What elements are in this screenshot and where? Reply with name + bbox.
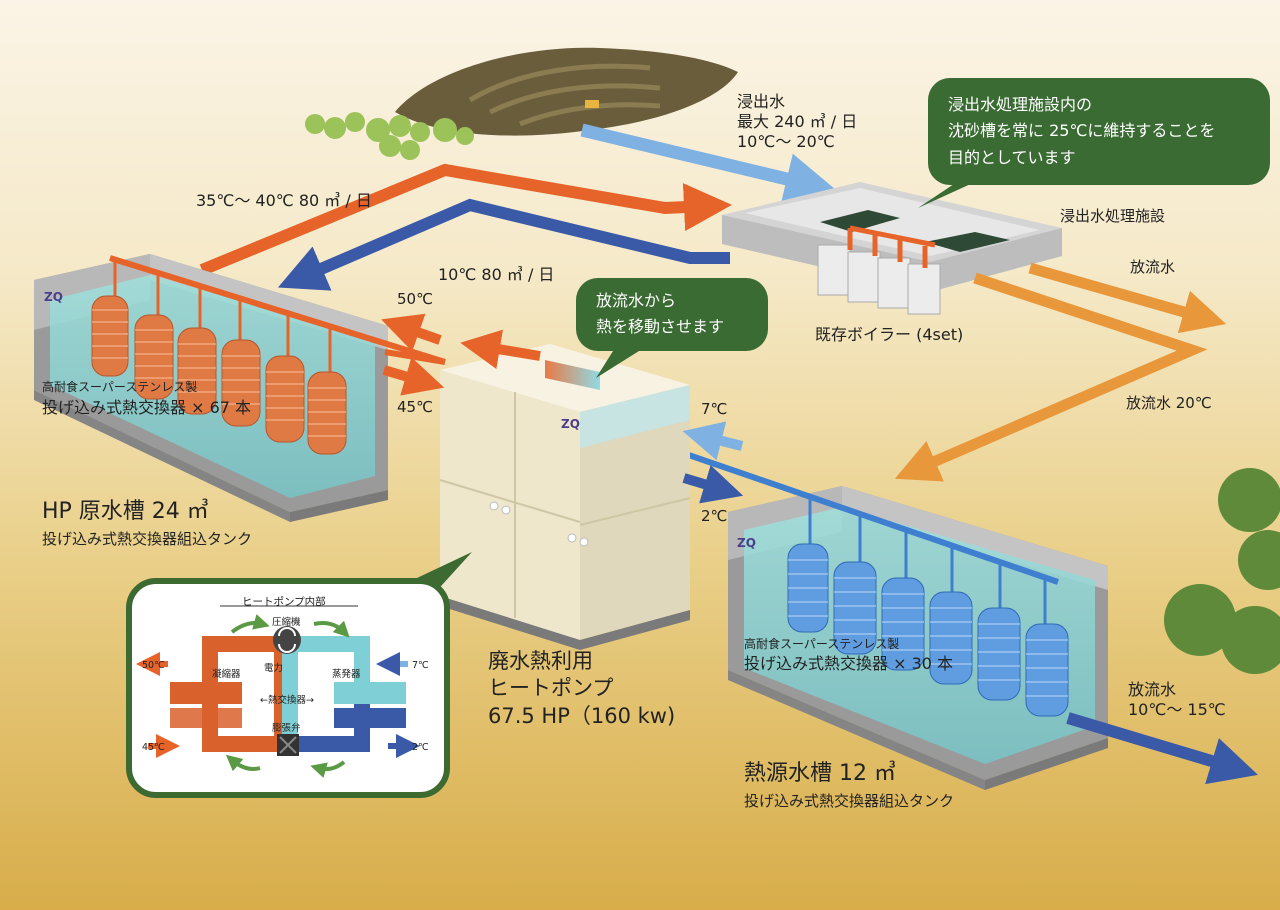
temp-45-label: 45℃ [397,398,433,416]
left-tank-title: HP 原水槽 24 ㎥ [42,499,209,524]
heat-pump-unit [439,344,691,650]
temp-50-label: 50℃ [397,290,433,308]
cold-flow-label: 10℃ 80 ㎥ / 日 [438,265,555,284]
heat-pump-internals-inset: ヒートポンプ内部 圧縮機 電力 凝縮器 蒸発器 ←熱交換器→ 膨張弁 50℃ 4… [126,578,450,798]
discharge-arrow-2 [894,272,1208,482]
temp-2-label: 2℃ [701,507,728,525]
hot-flow-arrow [199,163,732,276]
inset-evaporator: 蒸発器 [332,669,361,680]
temp-7-label: 7℃ [701,400,728,418]
inset-power: 電力 [264,663,284,674]
inset-schematic [136,605,420,778]
brand-logo-right: ZQ [737,536,756,550]
arrow-45c [382,357,445,396]
purpose-bubble: 浸出水処理施設内の 沈砂槽を常に 25℃に維持することを 目的としています [928,78,1270,186]
leachate-label: 浸出水 最大 240 ㎥ / 日 10℃〜 20℃ [737,92,858,151]
left-tank-material: 高耐食スーパーステンレス製 [42,380,198,394]
arrow-50c [381,313,442,352]
final-discharge-label: 放流水 10℃〜 15℃ [1128,680,1226,719]
hp-raw-water-tank [34,254,446,522]
brand-logo-hp: ZQ [561,417,580,431]
discharge-20-label: 放流水 20℃ [1126,394,1212,412]
cold-flow-arrow [277,198,730,291]
inset-temp-7: 7℃ [412,660,429,671]
landfill-hill [395,47,738,136]
inset-compressor: 圧縮機 [272,617,301,628]
discharge-label: 放流水 [1130,258,1176,276]
arrow-hp-out [460,329,541,370]
brand-logo-left: ZQ [44,290,63,304]
inset-temp-2: 2℃ [412,742,429,753]
hot-flow-label: 35℃〜 40℃ 80 ㎥ / 日 [196,191,372,210]
inset-title: ヒートポンプ内部 [242,596,326,608]
right-tank-material: 高耐食スーパーステンレス製 [744,637,900,651]
inset-condenser: 凝縮器 [212,669,241,680]
final-discharge-arrow [1066,712,1258,785]
right-tank-exchanger: 投げ込み式熱交換器 × 30 本 [744,654,954,673]
inset-temp-50: 50℃ [142,660,165,671]
inset-valve: 膨張弁 [272,723,301,734]
right-bushes [1164,468,1280,674]
right-tank-title: 熱源水槽 12 ㎥ [744,761,896,786]
trees [305,112,474,160]
treatment-facility-label: 浸出水処理施設 [1060,207,1166,225]
treatment-facility [722,182,1062,315]
boiler-label: 既存ボイラー (4set) [815,325,964,344]
arrow-7c [682,421,744,461]
heat-transfer-bubble: 放流水から 熱を移動させます [576,278,768,351]
discharge-arrow-1 [1028,262,1227,334]
arrow-2c [682,465,744,504]
inset-exchanger: ←熱交換器→ [260,695,314,706]
leachate-flow-arrow [580,123,838,205]
right-tank-subtitle: 投げ込み式熱交換器組込タンク [744,792,955,810]
left-tank-exchanger: 投げ込み式熱交換器 × 67 本 [42,398,252,417]
heat-pump-label: 廃水熱利用 ヒートポンプ 67.5 HP（160 kw) [488,649,676,728]
heat-source-water-tank [644,437,1108,790]
left-tank-subtitle: 投げ込み式熱交換器組込タンク [42,530,253,548]
inset-temp-45: 45℃ [142,742,165,753]
